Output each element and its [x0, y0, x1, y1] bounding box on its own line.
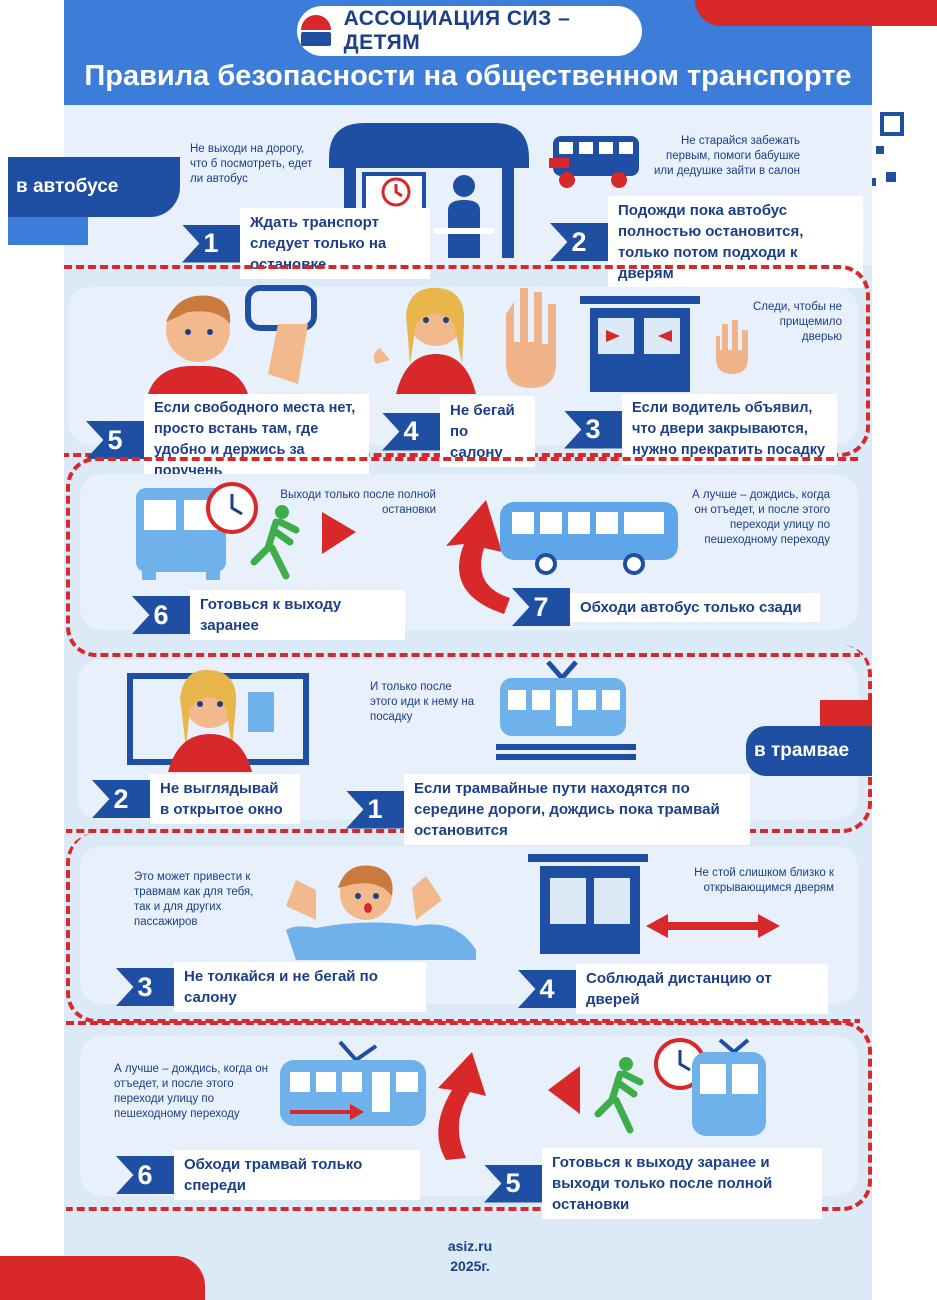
- logo-icon: [297, 12, 334, 50]
- tram-step-1: 1 Если трамвайные пути находятся по сере…: [346, 774, 750, 845]
- small-hand-icon: [716, 320, 748, 374]
- girl-stop-hand-icon: [373, 287, 556, 394]
- tram-step3-note: Это может привести к травмам как для теб…: [134, 871, 254, 928]
- bus-step-7: 7 Обходи автобус только сзади: [512, 588, 820, 626]
- step-text: Если водитель объявил, что двери закрыва…: [622, 394, 837, 465]
- tram-exit-runner-icon: [548, 1038, 766, 1136]
- bus-step-4: 4 Не бегай по салону: [382, 396, 535, 467]
- tram-step-6: 6 Обходи трамвай только спереди: [116, 1150, 420, 1200]
- step-number: 2: [550, 223, 608, 261]
- step-text: Обходи автобус только сзади: [570, 592, 820, 622]
- tram-front-arrow-icon: [280, 1040, 486, 1160]
- bus-step1-note: Не выходи на дорогу, что б посмотреть, е…: [190, 143, 313, 185]
- bus-exit-runner-icon: [136, 482, 356, 580]
- step-text: Не бегай по салону: [440, 396, 535, 467]
- page-title: Правила безопасности на общественном тра…: [84, 60, 852, 92]
- bus-step-5: 5 Если свободного места нет, просто вста…: [86, 394, 369, 486]
- year-text: 2025г.: [450, 1258, 490, 1274]
- bus-step6-note: Выходи только после полной остановки: [280, 489, 436, 516]
- step-text: Не толкайся и не бегай по салону: [174, 962, 426, 1012]
- step-number: 6: [116, 1156, 174, 1194]
- step-number: 4: [518, 970, 576, 1008]
- bus-step-2: 2 Подожди пока автобус полностью останов…: [550, 196, 863, 288]
- step-text: Готовься к выходу заранее и выходи тольк…: [542, 1148, 822, 1219]
- boy-holding-rail-icon: [148, 285, 317, 394]
- bus-doors-icon: [580, 296, 700, 392]
- tram-step-3: 3 Не толкайся и не бегай по салону: [116, 962, 426, 1012]
- step-text: Обходи трамвай только спереди: [174, 1150, 420, 1200]
- red-corner-top: [695, 0, 937, 26]
- bus-step7-note: А лучше – дождись, когда он отъедет, и п…: [692, 489, 830, 546]
- bus-front-icon: [549, 136, 639, 188]
- step-number: 2: [92, 780, 150, 818]
- dashed-path-5: [66, 1021, 872, 1211]
- right-margin: [872, 26, 937, 1300]
- bus-label-accent: [8, 217, 88, 245]
- tram-label: в трамвае: [746, 726, 872, 776]
- step-number: 3: [116, 968, 174, 1006]
- bus-step-6: 6 Готовься к выходу заранее: [132, 590, 405, 640]
- step-text: Соблюдай дистанцию от дверей: [576, 964, 828, 1014]
- site-url[interactable]: asiz.ru: [447, 1238, 493, 1254]
- step-text: Если трамвайные пути находятся по середи…: [404, 774, 750, 845]
- dashed-path-2: [66, 457, 860, 657]
- boy-hands-up-icon: [286, 865, 476, 960]
- logo-pill: АССОЦИАЦИЯ СИЗ – ДЕТЯМ: [297, 6, 642, 56]
- bus-step2-note: Не старайся забежать первым, помоги бабу…: [653, 135, 800, 177]
- step-number: 1: [346, 790, 404, 829]
- tram-label-accent: [820, 700, 872, 726]
- tram-step4-note: Не стой слишком близко к открывающимся д…: [694, 867, 834, 894]
- bus-step3-note: Следи, чтобы не прищемило дверью: [752, 301, 842, 343]
- step-number: 3: [564, 410, 622, 449]
- step-text: Не выглядывай в открытое окно: [150, 774, 300, 824]
- footer-site: asiz.ru 2025г.: [420, 1236, 520, 1276]
- step-number: 5: [484, 1164, 542, 1203]
- bus-step-3: 3 Если водитель объявил, что двери закры…: [564, 394, 837, 465]
- step-text: Если свободного места нет, просто встань…: [144, 394, 369, 486]
- tram-step-5: 5 Готовься к выходу заранее и выходи тол…: [484, 1148, 822, 1219]
- step-text: Готовься к выходу заранее: [190, 590, 405, 640]
- step-number: 4: [382, 412, 440, 451]
- tram-step6-note: А лучше – дождись, когда он отъедет, и п…: [114, 1063, 268, 1120]
- tram-step-4: 4 Соблюдай дистанцию от дверей: [518, 964, 828, 1014]
- step-number: 7: [512, 588, 570, 626]
- tram-door-distance-icon: [528, 854, 780, 954]
- tram-step-2: 2 Не выглядывай в открытое окно: [92, 774, 300, 824]
- red-corner-bottom: [0, 1256, 205, 1300]
- step-number: 5: [86, 421, 144, 459]
- tram-rails-icon: [496, 660, 636, 760]
- step-number: 1: [182, 224, 240, 263]
- tram-step1-note: И только после этого иди к нему на посад…: [370, 681, 475, 723]
- bus-label: в автобусе: [8, 157, 180, 217]
- step-number: 6: [132, 596, 190, 634]
- step-text: Подожди пока автобус полностью остановит…: [608, 196, 863, 288]
- bus-back-arrow-icon: [446, 500, 678, 614]
- logo-text: АССОЦИАЦИЯ СИЗ – ДЕТЯМ: [343, 7, 571, 54]
- girl-window-icon: [127, 669, 309, 772]
